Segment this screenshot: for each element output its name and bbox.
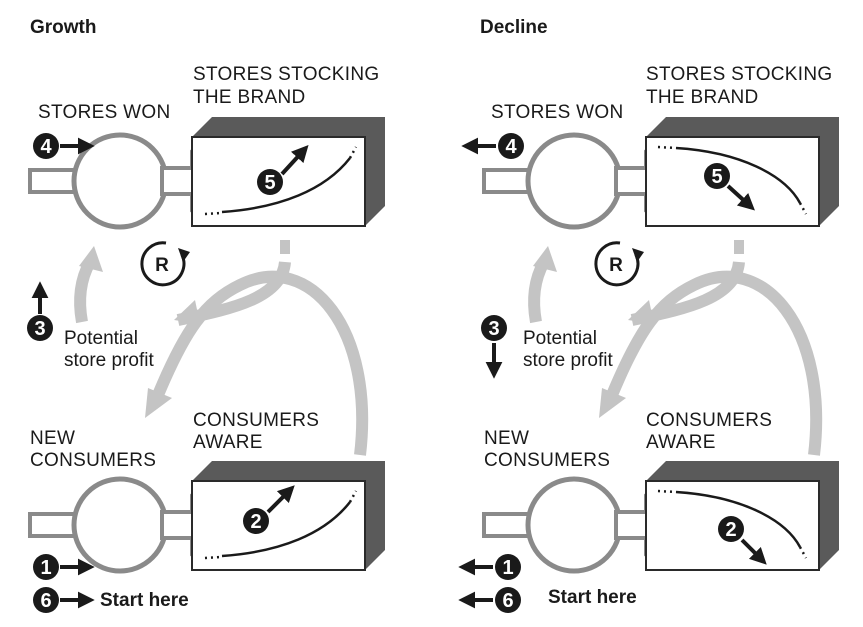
stores-won-label: STORES WON xyxy=(491,102,624,123)
loop-label: R xyxy=(609,255,623,276)
new-consumers-label-1: NEW xyxy=(30,428,75,449)
svg-text:5: 5 xyxy=(264,172,275,194)
badge-5: 5 xyxy=(704,163,730,189)
consumers-aware-label-1: CONSUMERS xyxy=(193,410,319,431)
potential-profit-label-2: store profit xyxy=(523,350,613,371)
new-consumers-valve xyxy=(525,476,623,574)
consumers-aware-label-2: AWARE xyxy=(646,432,716,453)
stores-stocking-label-1: STORES STOCKING xyxy=(193,64,379,85)
loop-label: R xyxy=(155,255,169,276)
badge-3: 3 xyxy=(481,315,507,341)
stores-stocking-box xyxy=(191,117,385,227)
growth-panel: Growth 5 xyxy=(27,17,385,613)
new-consumers-label-2: CONSUMERS xyxy=(30,450,156,471)
trend-down-arrow xyxy=(726,184,755,211)
new-consumers-valve xyxy=(71,476,169,574)
badge-1: 1 xyxy=(33,554,59,580)
stores-trend-curve xyxy=(675,146,802,204)
potential-profit-label-1: Potential xyxy=(64,328,138,349)
svg-text:4: 4 xyxy=(40,136,52,158)
new-consumers-label-1: NEW xyxy=(484,428,529,449)
badge-3: 3 xyxy=(27,315,53,341)
stores-stocking-label-2: THE BRAND xyxy=(646,87,759,108)
badge-2: 2 xyxy=(718,516,744,542)
badge-5: 5 xyxy=(257,169,283,195)
potential-profit-label-2: store profit xyxy=(64,350,154,371)
svg-text:2: 2 xyxy=(250,511,261,533)
stores-trend-dots-end xyxy=(798,202,808,215)
svg-text:1: 1 xyxy=(40,557,51,579)
stores-stocking-box xyxy=(645,117,839,227)
trend-up-arrow xyxy=(280,145,309,176)
svg-text:1: 1 xyxy=(502,557,513,579)
panel-title: Decline xyxy=(480,17,548,38)
start-here-label: Start here xyxy=(548,587,637,608)
consumers-trend-curve xyxy=(675,490,802,548)
svg-text:6: 6 xyxy=(502,590,513,612)
consumers-row: NEW CONSUMERS CONSUMERS AWARE 2 1 xyxy=(458,410,839,613)
svg-text:2: 2 xyxy=(725,519,736,541)
badge-4: 4 xyxy=(33,133,59,159)
stores-trend-curve xyxy=(221,157,351,214)
causal-links xyxy=(74,240,369,456)
stores-won-label: STORES WON xyxy=(38,102,171,123)
causal-links xyxy=(528,240,823,456)
reinforcing-loop-marker: R xyxy=(140,241,190,287)
reinforcing-loop-marker: R xyxy=(594,241,644,287)
stores-stocking-label-1: STORES STOCKING xyxy=(646,64,832,85)
stores-won-valve xyxy=(71,132,169,230)
badge-4: 4 xyxy=(498,133,524,159)
consumers-aware-label-2: AWARE xyxy=(193,432,263,453)
panel-title: Growth xyxy=(30,17,97,38)
start-here-label: Start here xyxy=(100,590,189,611)
stores-row: 5 4 STORES WON STORES STOCKING THE BRAND xyxy=(28,64,385,230)
consumers-trend-dots-end xyxy=(348,490,358,503)
consumers-aware-box xyxy=(191,461,385,571)
badge-1: 1 xyxy=(495,554,521,580)
svg-text:3: 3 xyxy=(488,318,499,340)
consumers-trend-up-arrow xyxy=(266,485,295,514)
new-consumers-label-2: CONSUMERS xyxy=(484,450,610,471)
svg-text:6: 6 xyxy=(40,590,51,612)
consumers-trend-dots-end xyxy=(798,546,808,559)
svg-text:4: 4 xyxy=(505,136,517,158)
badge-2: 2 xyxy=(243,508,269,534)
badge-6: 6 xyxy=(495,587,521,613)
consumers-aware-box xyxy=(645,461,839,571)
consumers-trend-curve xyxy=(221,501,351,558)
stores-row: 5 4 STORES WON STORES STOCKING THE BRAND xyxy=(461,64,839,230)
decline-panel: Decline 5 4 STORES WON STORES ST xyxy=(458,17,839,613)
svg-text:5: 5 xyxy=(711,166,722,188)
badge-6: 6 xyxy=(33,587,59,613)
stores-won-valve xyxy=(525,132,623,230)
stores-trend-dots-end xyxy=(348,146,358,159)
potential-profit-label-1: Potential xyxy=(523,328,597,349)
consumers-aware-label-1: CONSUMERS xyxy=(646,410,772,431)
svg-text:3: 3 xyxy=(34,318,45,340)
consumers-row: NEW CONSUMERS CONSUMERS AWARE 2 1 xyxy=(28,410,385,613)
consumers-trend-down-arrow xyxy=(740,538,767,565)
stores-stocking-label-2: THE BRAND xyxy=(193,87,306,108)
